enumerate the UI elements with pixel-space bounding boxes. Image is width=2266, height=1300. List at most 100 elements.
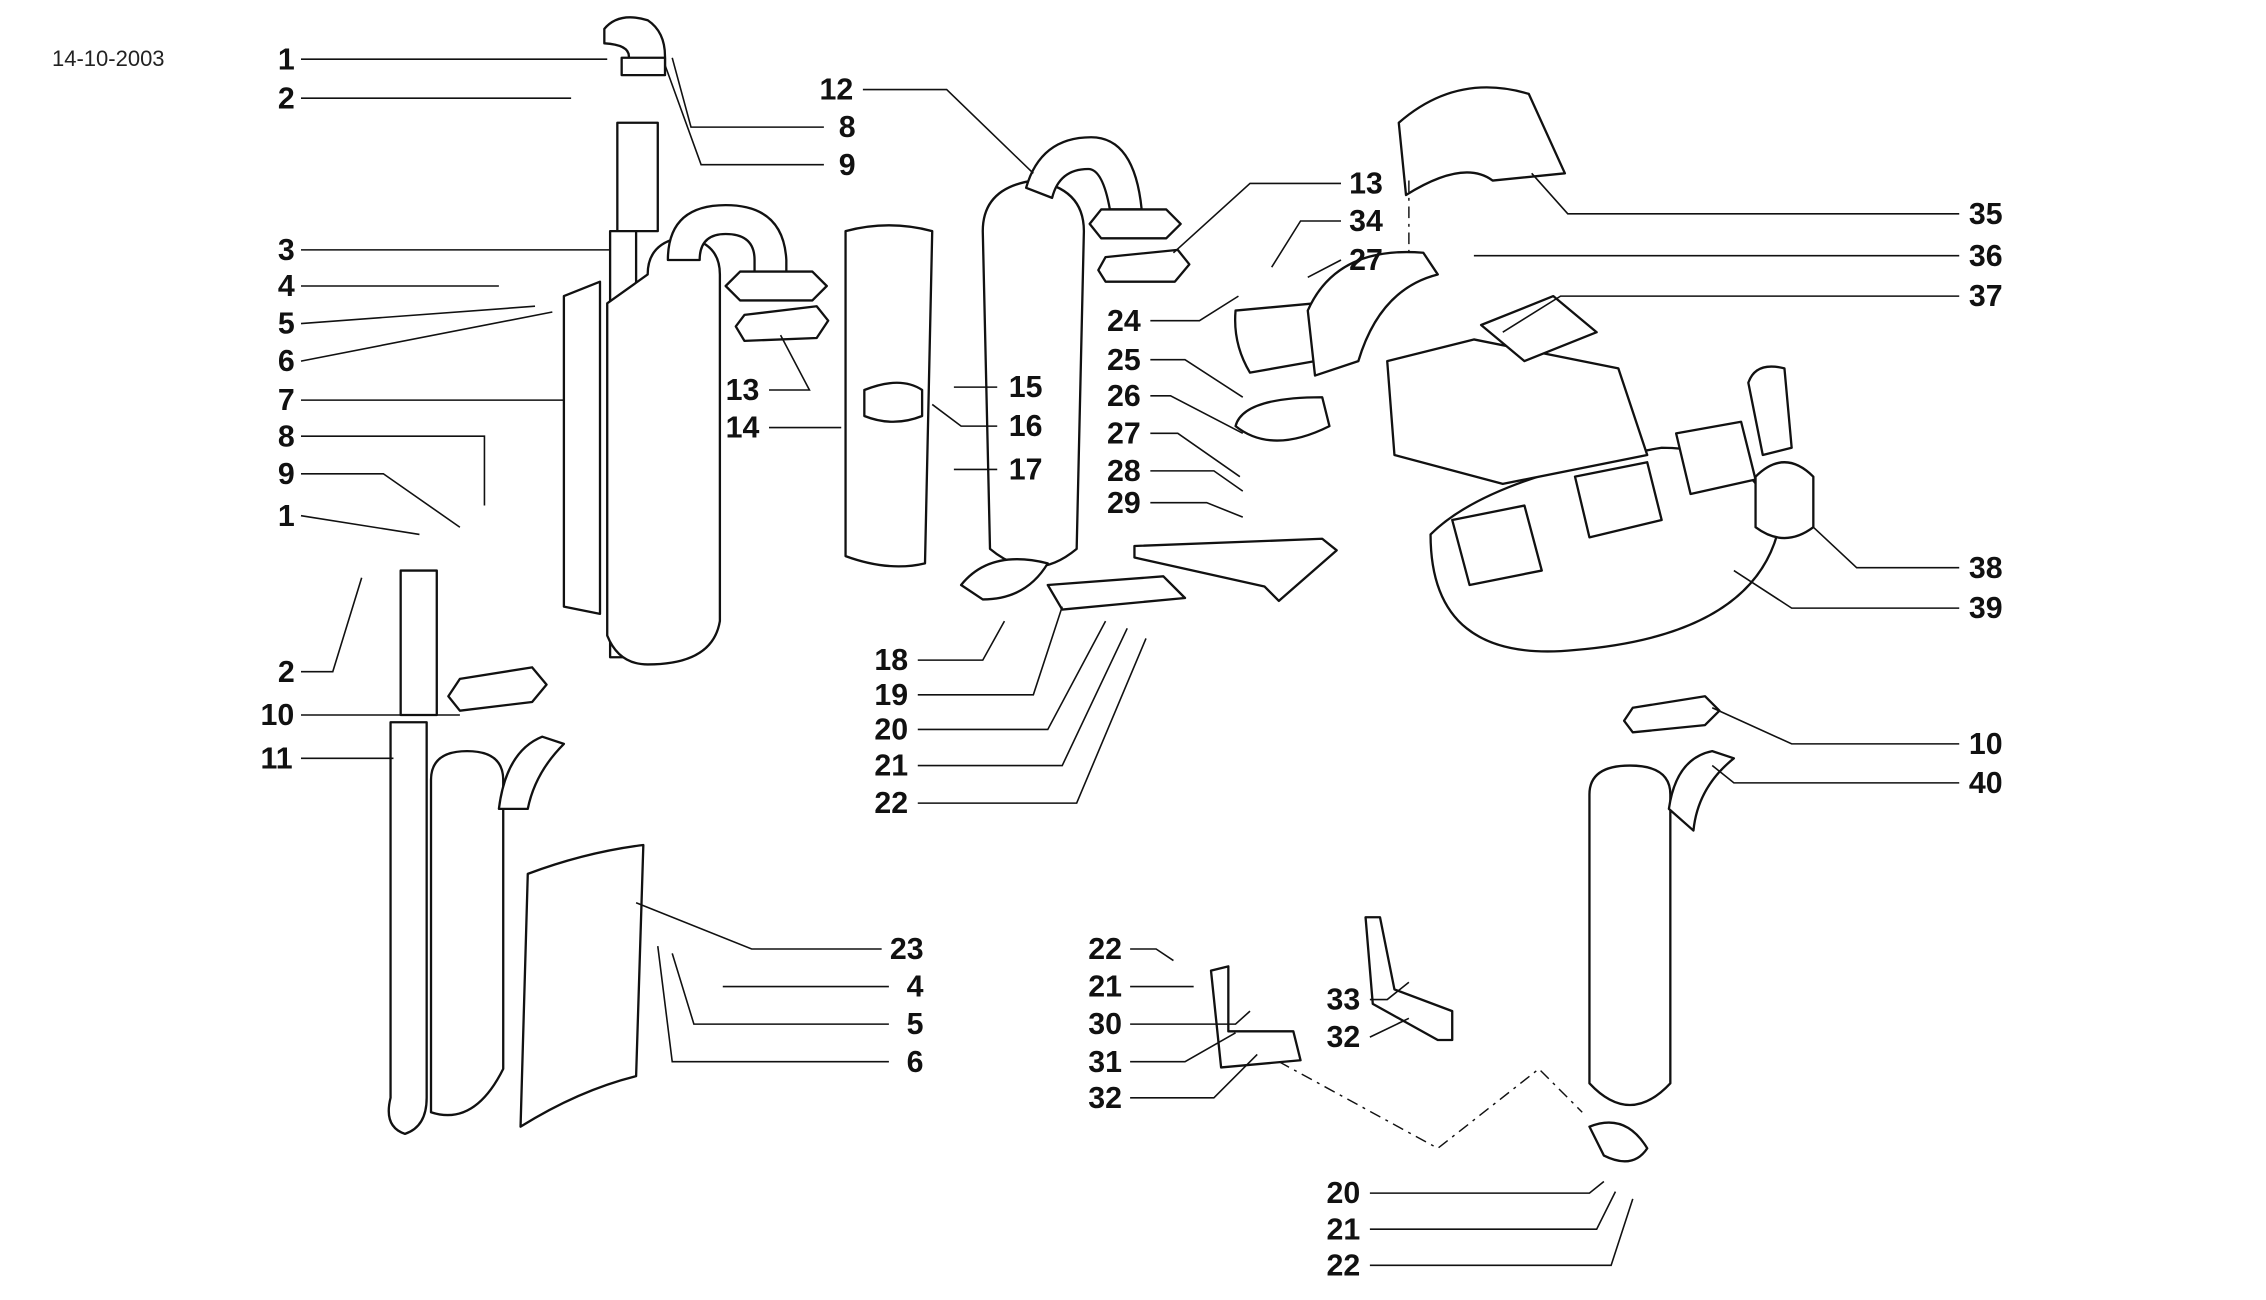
callout-21: 21 (1088, 971, 1122, 1004)
callout-22: 22 (874, 787, 908, 820)
callout-15: 15 (1009, 371, 1043, 404)
leader-line (1369, 1191, 1617, 1231)
bracket-33 (1364, 916, 1454, 1042)
leader-line (1130, 948, 1174, 962)
leader-line (1812, 526, 1960, 569)
callout-31: 31 (1088, 1046, 1122, 1079)
leader-line (635, 902, 882, 950)
callout-2: 2 (278, 82, 295, 115)
leader-line (1270, 220, 1341, 268)
leader-line (1130, 1053, 1258, 1099)
callout-39: 39 (1969, 592, 2003, 625)
callout-36: 36 (1969, 240, 2003, 273)
leader-line (1172, 182, 1341, 254)
callout-37: 37 (1969, 280, 2003, 313)
heat-shield-23 (519, 843, 645, 1128)
callout-22: 22 (1088, 933, 1122, 966)
leader-line (1150, 501, 1244, 518)
leader-line (1733, 569, 1960, 609)
leader-line (931, 403, 998, 427)
gasket-10-right (1622, 695, 1721, 734)
leader-line (300, 311, 553, 362)
elbow-pipe-top (603, 16, 667, 77)
leader-line (1711, 707, 1960, 745)
callout-9: 9 (839, 149, 856, 182)
callout-1: 1 (278, 500, 295, 533)
callout-40: 40 (1969, 767, 2003, 800)
leader-line (1369, 1198, 1634, 1267)
leader-line (1150, 295, 1239, 322)
callout-6: 6 (907, 1046, 924, 1079)
callout-19: 19 (874, 679, 908, 712)
drawing-date: 14-10-2003 (52, 46, 165, 71)
callout-28: 28 (1107, 455, 1141, 488)
leader-line (301, 472, 461, 528)
bracket-29 (1133, 537, 1338, 603)
callout-27: 27 (1349, 244, 1383, 277)
callout-29: 29 (1107, 487, 1141, 520)
callout-10: 10 (261, 699, 295, 732)
leader-line (917, 638, 1147, 804)
callout-26: 26 (1107, 380, 1141, 413)
leader-line (769, 334, 811, 391)
assembly-line (1278, 1061, 1583, 1150)
exhaust-manifold-39 (1386, 294, 1779, 653)
callout-17: 17 (1009, 454, 1043, 487)
callout-2: 2 (278, 656, 295, 689)
callout-4: 4 (278, 270, 295, 303)
outlet-flange-38 (1747, 365, 1815, 540)
callout-21: 21 (874, 750, 908, 783)
callout-18: 18 (874, 644, 908, 677)
leader-line (1130, 1032, 1236, 1063)
heat-shield-35 (1397, 86, 1567, 197)
leader-line (1150, 470, 1244, 492)
callout-5: 5 (907, 1008, 924, 1041)
gasket-13-left (734, 305, 830, 343)
callout-13: 13 (726, 374, 760, 407)
gasket-13-center (1097, 248, 1191, 283)
callout-5: 5 (278, 308, 295, 341)
muffler-lower-left (387, 721, 566, 1136)
leader-line (917, 606, 1063, 696)
pipe-section (616, 121, 659, 233)
callout-16: 16 (1009, 410, 1043, 443)
leader-line (300, 514, 420, 536)
heat-shield-cylinder (844, 224, 934, 568)
leader-line (1531, 172, 1960, 215)
leader-line (1307, 259, 1342, 279)
leader-line (1150, 432, 1241, 478)
callout-30: 30 (1088, 1008, 1122, 1041)
callout-10: 10 (1969, 728, 2003, 761)
callout-25: 25 (1107, 344, 1141, 377)
leader-line (1711, 764, 1960, 784)
leader-line (301, 577, 363, 673)
callout-labels: 1289345678912101113141516171213342724252… (261, 43, 2003, 1282)
callout-21: 21 (1327, 1213, 1361, 1246)
leader-line (862, 88, 1034, 174)
callout-8: 8 (839, 111, 856, 144)
callout-4: 4 (907, 971, 924, 1004)
callout-32: 32 (1088, 1082, 1122, 1115)
leader-line (917, 620, 1107, 731)
callout-20: 20 (1327, 1177, 1361, 1210)
leader-line (1369, 981, 1410, 1001)
leader-line (1150, 358, 1244, 398)
callout-6: 6 (278, 345, 295, 378)
leader-line (300, 305, 536, 325)
callout-11: 11 (261, 742, 293, 775)
leader-line (301, 435, 486, 506)
callout-32: 32 (1327, 1021, 1361, 1054)
leader-line (1150, 394, 1244, 435)
callout-12: 12 (820, 74, 854, 107)
leader-line (1130, 1010, 1251, 1025)
callout-34: 34 (1349, 205, 1383, 238)
leader-line (917, 620, 1006, 661)
leader-line (1502, 295, 1960, 333)
bracket-31 (1209, 965, 1302, 1069)
muffler-center (959, 136, 1182, 601)
callout-38: 38 (1969, 552, 2003, 585)
muffler-lower-right (1588, 749, 1736, 1163)
callout-1: 1 (278, 43, 295, 76)
callout-8: 8 (278, 420, 295, 453)
